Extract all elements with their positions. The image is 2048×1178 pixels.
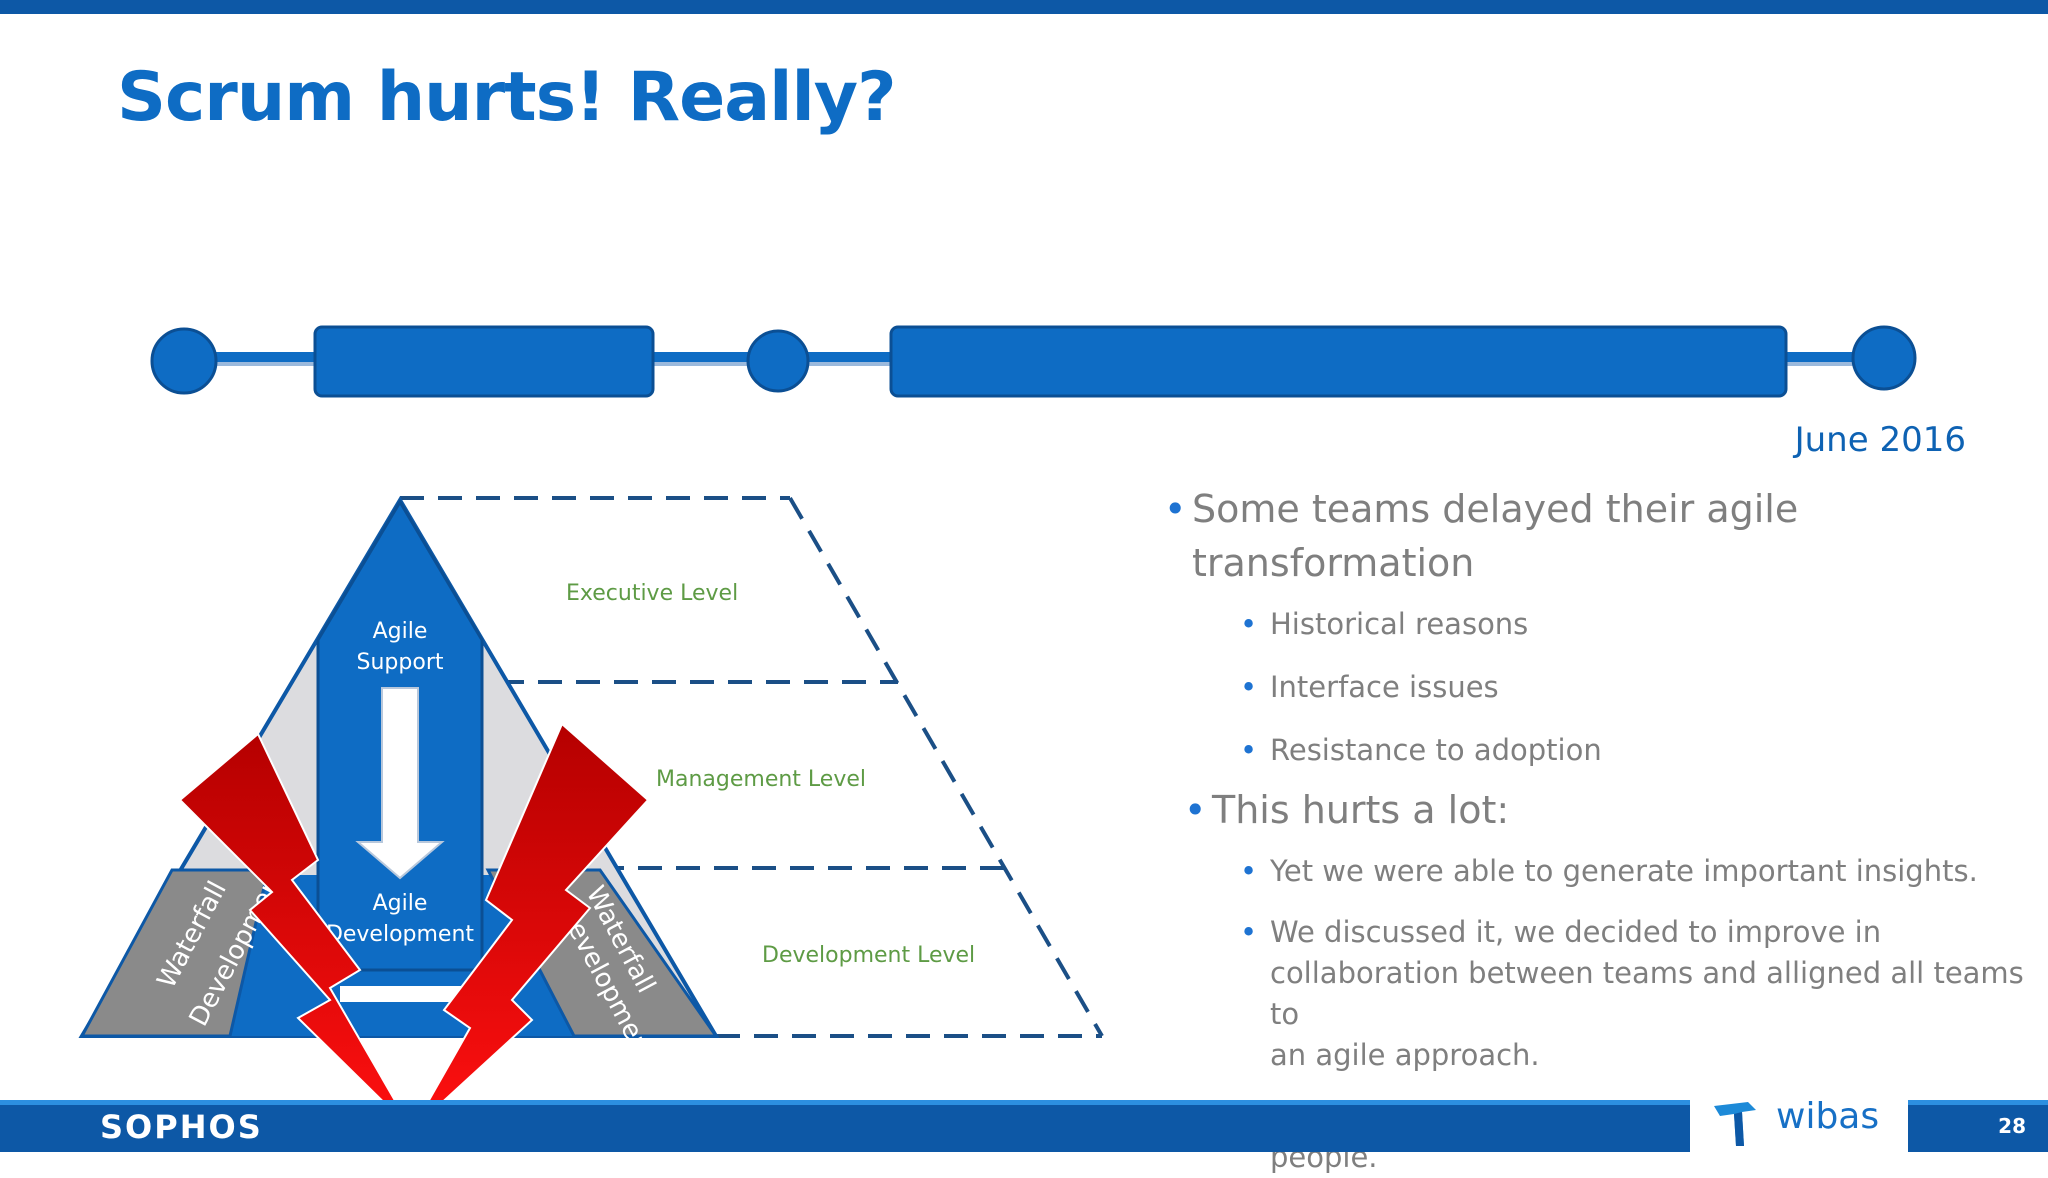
slide-title: Scrum hurts! Really? — [117, 58, 897, 137]
wibas-logo: wibas — [1776, 1096, 1880, 1137]
timeline-milestone-2 — [746, 329, 810, 393]
timeline-milestone-3 — [1851, 325, 1917, 391]
lightning-bolt-right-icon — [411, 722, 650, 1131]
agile-support-label-2: Support — [357, 650, 444, 675]
bullet-dot-icon: • — [1240, 733, 1258, 767]
bullet-item: • We discussed it, we decided to improve… — [1160, 912, 2040, 1076]
timeline — [150, 325, 1917, 398]
bullet-item: • Historical reasons — [1160, 604, 2040, 645]
lightning-bolt-left-icon — [178, 732, 413, 1131]
agile-development-label-1: Agile — [373, 891, 428, 916]
agile-support-label-1: Agile — [373, 619, 428, 644]
page-number: 28 — [1998, 1114, 2026, 1138]
wibas-logo-icon — [1714, 1102, 1756, 1146]
timeline-phase-1 — [313, 325, 655, 398]
timeline-phase-2 — [889, 325, 1788, 398]
management-level-label: Management Level — [656, 767, 866, 792]
sophos-logo: SOPHOS — [100, 1108, 263, 1146]
bullet-item: • Yet we were able to generate important… — [1160, 851, 2040, 892]
down-arrow-icon — [355, 687, 445, 880]
bullet-dot-icon: • — [1164, 487, 1187, 531]
wibas-logo-box — [1690, 1088, 1908, 1152]
base-highlight — [340, 986, 470, 1002]
bullet-item: • Interface issues — [1160, 667, 2040, 708]
bullet-list: • Some teams delayed their agile transfo… — [1160, 482, 2040, 1178]
bullet-dot-icon: • — [1240, 607, 1258, 641]
bullet-dot-icon: • — [1240, 670, 1258, 704]
level-frame — [400, 496, 1104, 1038]
timeline-milestone-1 — [150, 327, 218, 395]
bullet-dot-icon: • — [1240, 915, 1258, 949]
waterfall-left-block — [79, 868, 270, 1038]
bullet-dot-icon: • — [1240, 854, 1258, 888]
agile-development-label-2: Development — [326, 922, 474, 947]
bullet-dot-icon: • — [1184, 788, 1207, 832]
bullet-item: • Resistance to adoption — [1160, 730, 2040, 771]
bullet-item: • Some teams delayed their agile transfo… — [1160, 482, 2040, 590]
organization-pyramid-diagram: Executive Level Management Level Develop… — [78, 496, 1104, 1131]
bullet-item: • This hurts a lot: — [1160, 783, 2040, 837]
development-level-label: Development Level — [762, 943, 975, 968]
top-accent-bar — [0, 0, 2048, 14]
executive-level-label: Executive Level — [566, 581, 738, 606]
footer-accent-line — [0, 1100, 2048, 1105]
date-label: June 2016 — [1794, 420, 1966, 460]
